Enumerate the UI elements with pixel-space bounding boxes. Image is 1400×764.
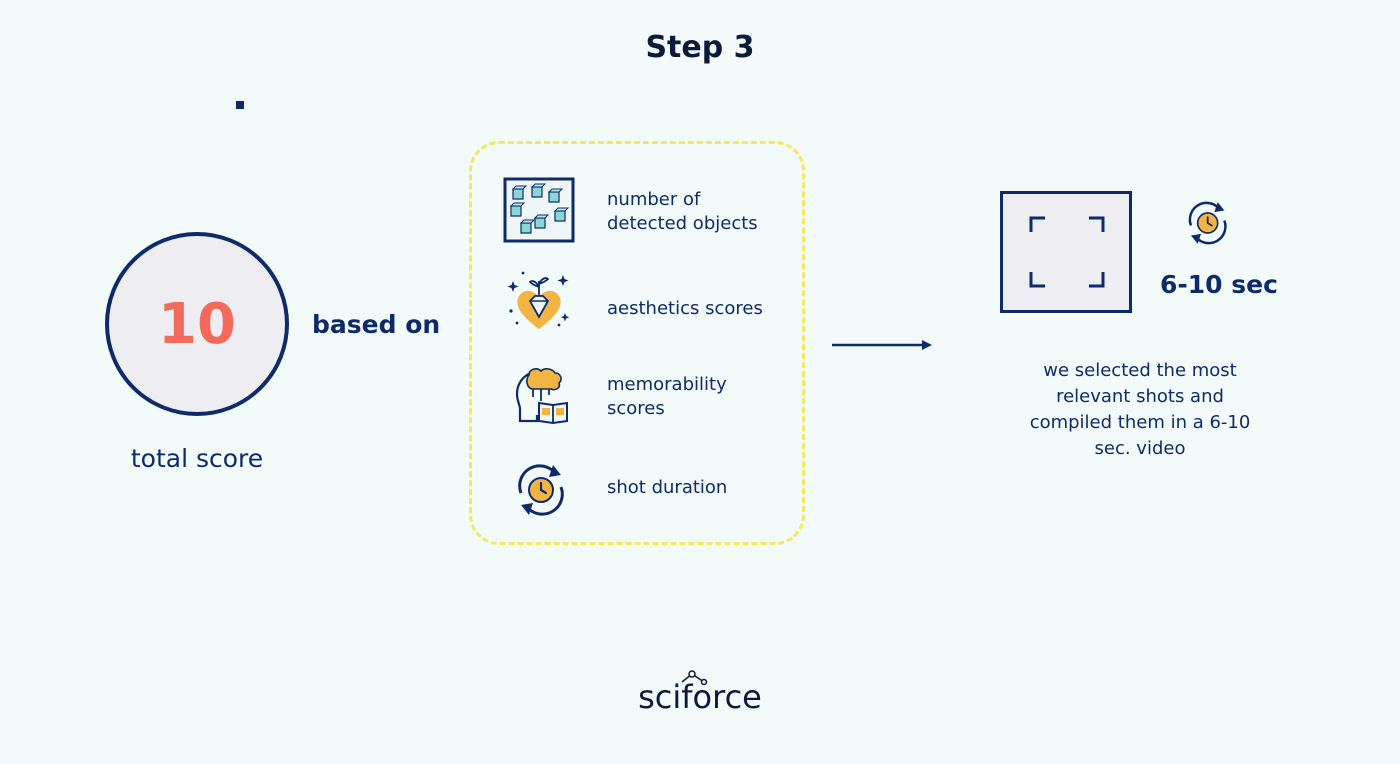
criteria-box: [469, 141, 805, 545]
connector-label: based on: [312, 310, 441, 339]
score-value: 10: [158, 291, 236, 357]
criterion-label-objects: number of detected objects: [607, 189, 758, 234]
brain-book-icon: [515, 368, 568, 425]
decorative-dot: [236, 101, 244, 109]
result-description: we selected the most relevant shots and …: [1029, 360, 1251, 459]
arrow-right-icon: [832, 340, 932, 350]
frame-corners-icon: [1029, 216, 1105, 288]
criterion-label-aesthetics: aesthetics scores: [607, 298, 763, 319]
criterion-label-duration: shot duration: [607, 477, 728, 498]
cubes-icon: [503, 177, 575, 243]
sciforce-logo: sciforce: [638, 670, 762, 716]
duration-clock-icon: [1188, 201, 1227, 245]
clock-cycle-icon: [518, 464, 564, 516]
duration-label: 6-10 sec: [1160, 270, 1278, 299]
criterion-label-memorability: memorability scores: [607, 374, 727, 419]
logo-text: sciforce: [638, 678, 762, 716]
score-label: total score: [130, 444, 264, 473]
diamond-heart-icon: [507, 271, 570, 329]
video-frame: [1000, 191, 1132, 313]
score-circle: 10: [105, 232, 289, 416]
page-title: Step 3: [645, 30, 755, 65]
